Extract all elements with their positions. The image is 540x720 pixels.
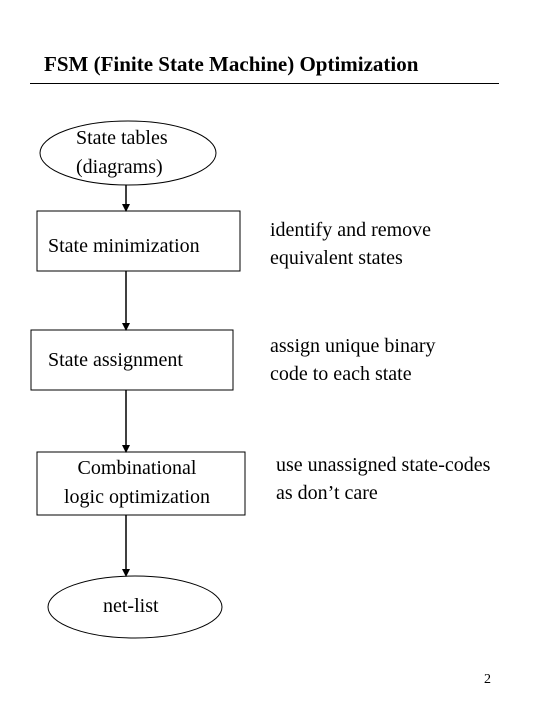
logic-optimization-box xyxy=(36,451,246,516)
logic-optimization-note-line-1: use unassigned state-codes xyxy=(276,454,491,476)
logic-optimization-note: use unassigned state-codes as don’t care xyxy=(276,451,490,507)
state-tables-label: State tables (diagrams) xyxy=(76,124,168,182)
logic-optimization-label-line-2: logic optimization xyxy=(63,486,211,508)
title-underline xyxy=(30,83,499,84)
state-assignment-note-line-2: code to each state xyxy=(270,363,412,385)
state-minimization-note-line-1: identify and remove xyxy=(270,219,432,241)
state-assignment-box xyxy=(30,329,234,391)
state-tables-ellipse xyxy=(39,120,217,186)
state-tables-label-line-2: (diagrams) xyxy=(76,156,163,178)
state-minimization-box xyxy=(36,210,241,272)
logic-optimization-note-line-2: as don’t care xyxy=(276,482,378,504)
state-minimization-label: State minimization xyxy=(48,235,200,257)
state-assignment-label: State assignment xyxy=(48,349,183,371)
logic-optimization-label-line-1: Combinational xyxy=(77,457,197,479)
state-minimization-note: identify and remove equivalent states xyxy=(270,216,431,272)
state-assignment-note: assign unique binary code to each state xyxy=(270,332,436,388)
net-list-label: net-list xyxy=(103,595,159,617)
slide-title: FSM (Finite State Machine) Optimization xyxy=(44,52,419,76)
net-list-ellipse xyxy=(47,575,223,639)
page-number: 2 xyxy=(484,672,491,687)
logic-optimization-label: Combinational logic optimization xyxy=(47,454,227,512)
state-minimization-note-line-2: equivalent states xyxy=(270,247,403,269)
state-assignment-note-line-1: assign unique binary xyxy=(270,335,436,357)
state-tables-label-line-1: State tables xyxy=(76,127,168,149)
